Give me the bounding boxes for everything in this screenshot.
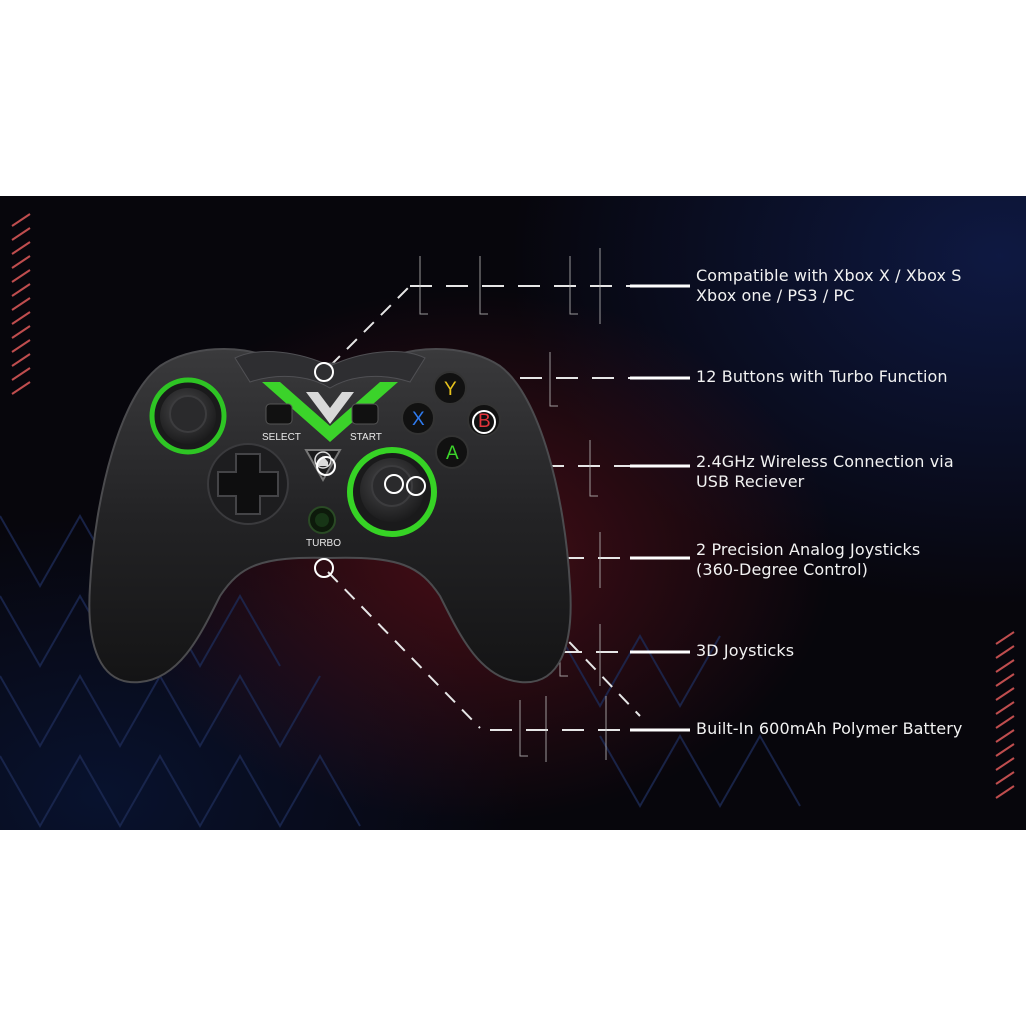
face-button-y: Y xyxy=(433,371,467,405)
feature-wireless: 2.4GHz Wireless Connection via USB Recie… xyxy=(696,452,954,491)
face-button-a-label: A xyxy=(446,443,459,464)
game-controller: SELECT START TURBO Y xyxy=(88,348,572,684)
brand-emblem-icon xyxy=(306,392,354,424)
select-label: SELECT xyxy=(262,432,301,443)
feature-turbo-buttons: 12 Buttons with Turbo Function xyxy=(696,367,948,386)
feature-battery: Built-In 600mAh Polymer Battery xyxy=(696,719,963,738)
brand-logo-icon xyxy=(262,382,398,442)
d-pad xyxy=(207,443,289,525)
select-button xyxy=(265,403,293,425)
home-button xyxy=(304,449,342,483)
face-button-x: X xyxy=(401,401,435,435)
face-button-b: B xyxy=(467,403,501,437)
right-slash-decoration xyxy=(995,631,1015,799)
face-button-y-label: Y xyxy=(444,379,457,400)
start-button xyxy=(351,403,379,425)
feature-analog-joysticks: 2 Precision Analog Joysticks (360-Degree… xyxy=(696,540,921,579)
face-button-a: A xyxy=(435,435,469,469)
face-button-x-label: X xyxy=(412,409,425,430)
callout-thick-ends xyxy=(630,284,690,732)
product-banner: SELECT START TURBO Y xyxy=(0,196,1026,830)
start-label: START xyxy=(350,432,382,443)
face-button-b-label: B xyxy=(478,411,491,432)
controller-top-plate xyxy=(234,351,426,389)
left-slash-decoration xyxy=(11,213,31,395)
feature-3d-joysticks: 3D Joysticks xyxy=(696,641,795,660)
turbo-label: TURBO xyxy=(306,538,341,549)
left-joystick xyxy=(149,377,227,455)
callout-origin-markers xyxy=(314,362,496,578)
home-icon xyxy=(318,456,328,466)
controller-illustration: SELECT START TURBO Y xyxy=(0,213,1015,829)
feature-compatibility: Compatible with Xbox X / Xbox S Xbox one… xyxy=(696,266,962,305)
